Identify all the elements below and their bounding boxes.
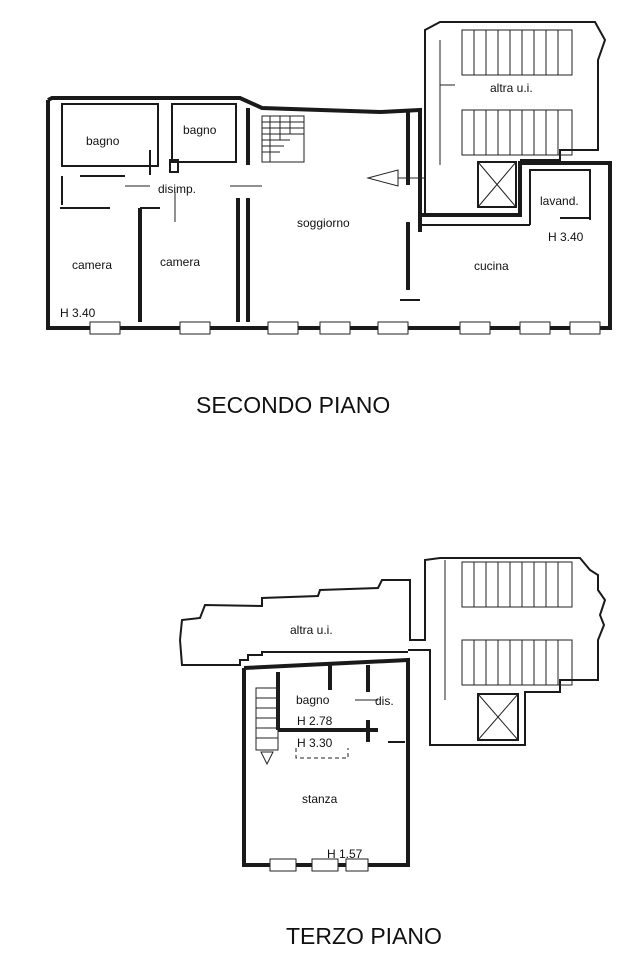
stairs-altra-ui-secondo <box>439 29 573 165</box>
elevator-secondo <box>477 161 517 208</box>
stair-stanza-terzo <box>255 687 279 766</box>
room-label-cucina: cucina <box>474 259 509 273</box>
altra-ui-outline-terzo <box>179 557 607 746</box>
stair-block-secondo <box>420 21 607 216</box>
room-label-bagno-terzo: bagno <box>296 693 330 707</box>
bagno-right-walls <box>171 103 237 163</box>
room-label-dis: dis. <box>375 694 394 708</box>
height-label-upper-terzo: H 3.30 <box>297 736 333 750</box>
floor-title-secondo: SECONDO PIANO <box>196 392 390 418</box>
room-label-lavand: lavand. <box>540 194 579 208</box>
floor-title-terzo: TERZO PIANO <box>286 923 442 949</box>
elevator-terzo <box>477 693 519 741</box>
windows-terzo <box>269 858 369 872</box>
room-label-camera-left: camera <box>72 258 112 272</box>
stanza-walls-terzo <box>242 657 410 867</box>
room-label-bagno-right: bagno <box>183 123 217 137</box>
height-label-right-secondo: H 3.40 <box>548 230 584 244</box>
room-label-soggiorno: soggiorno <box>297 216 350 230</box>
height-label-bagno-terzo: H 2.78 <box>297 714 333 728</box>
spiral-stair-secondo <box>261 115 305 163</box>
arrow-secondo <box>366 169 399 187</box>
height-label-stanza: H 1.57 <box>327 847 363 861</box>
room-label-bagno-left: bagno <box>86 134 120 148</box>
floor-plan-secondo: bagno bagno disimp. altra u.i. soggiorno… <box>46 21 612 418</box>
stairs-altra-ui-terzo <box>444 560 573 700</box>
bagno-left-walls <box>61 103 159 167</box>
height-label-left-secondo: H 3.40 <box>60 306 96 320</box>
room-label-camera-mid: camera <box>160 255 200 269</box>
room-label-disimp: disimp. <box>158 182 196 196</box>
room-label-stanza: stanza <box>302 792 338 806</box>
windows-secondo <box>89 321 601 335</box>
outer-wall-secondo <box>46 96 612 330</box>
room-label-altra-ui-secondo: altra u.i. <box>490 81 533 95</box>
room-label-altra-ui-terzo: altra u.i. <box>290 623 333 637</box>
floor-plan-terzo: altra u.i. bagno dis. H 2.78 H 3.30 stan… <box>179 557 607 949</box>
